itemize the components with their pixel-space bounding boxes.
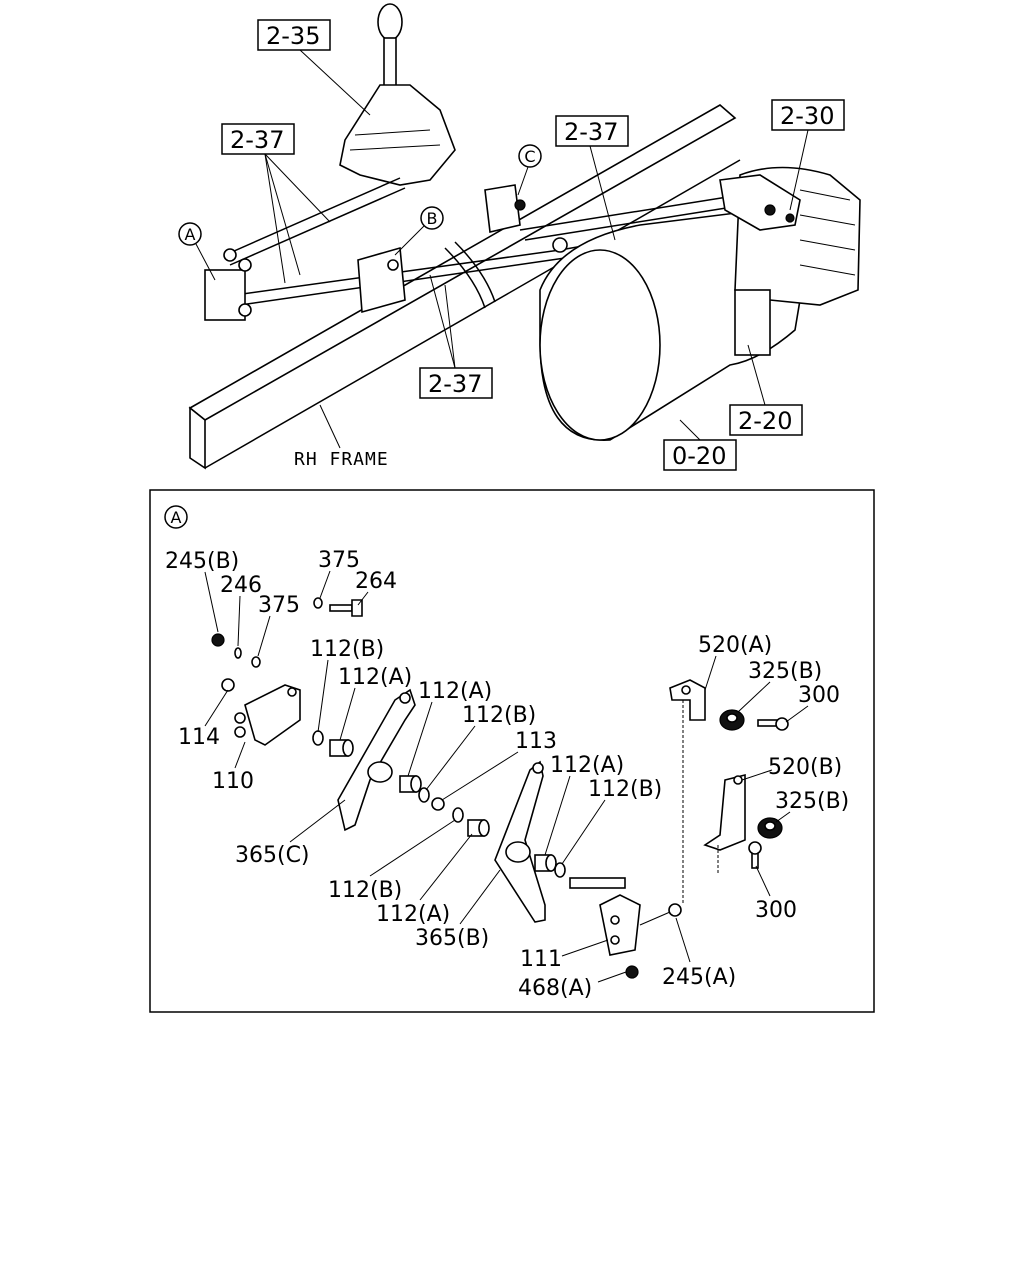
shift-tower — [719, 174, 801, 231]
label-365b: 365(B) — [415, 926, 489, 951]
ref-box-2-35: 2-35 — [257, 19, 331, 51]
ref-2-37-bottom-label: 2-37 — [428, 370, 482, 398]
rh-frame-label: RH FRAME — [294, 449, 389, 470]
ref-box-2-30: 2-30 — [771, 99, 845, 131]
detail-a-marker: A — [164, 505, 188, 529]
label-375-b: 375 — [318, 548, 360, 573]
ref-box-2-37-mid: 2-37 — [555, 115, 629, 147]
label-112b-a: 112(B) — [310, 637, 384, 662]
transmission — [539, 166, 861, 441]
ref-0-20-label: 0-20 — [672, 442, 726, 470]
callout-b-label: B — [427, 209, 438, 228]
ref-box-2-37-bottom: 2-37 — [419, 367, 493, 399]
bracket-b-assembly — [357, 246, 406, 314]
label-112a-b: 112(A) — [418, 679, 492, 704]
part-520b-clamp — [703, 773, 746, 851]
callout-c: C — [517, 144, 542, 196]
part-245b-nut — [211, 633, 225, 647]
ref-2-30-label: 2-30 — [780, 102, 834, 130]
label-112b-b: 112(B) — [462, 703, 536, 728]
detail-a-panel: A — [149, 489, 875, 1013]
part-112a-bush-a — [329, 739, 354, 757]
part-300-bolt-b — [748, 841, 762, 869]
ref-2-20-label: 2-20 — [738, 407, 792, 435]
part-375-washer-a — [251, 656, 261, 668]
ref-2-35-label: 2-35 — [266, 22, 320, 50]
detail-a-marker-label: A — [171, 508, 182, 527]
ref-2-37-mid-label: 2-37 — [564, 118, 618, 146]
part-520a-clamp — [669, 679, 706, 721]
part-111-shaft-bracket — [569, 877, 641, 956]
part-375-washer-b — [313, 597, 323, 609]
part-325b-grommet-a — [719, 709, 745, 731]
label-375-a: 375 — [258, 593, 300, 618]
part-113-washer — [431, 797, 445, 811]
label-114: 114 — [178, 725, 220, 750]
part-112b-ring-b — [418, 787, 430, 803]
label-112a-d: 112(A) — [550, 753, 624, 778]
part-112a-bush-b — [399, 775, 422, 793]
part-110-bracket — [234, 684, 301, 746]
callout-b: B — [394, 206, 444, 256]
part-112a-bush-d — [534, 854, 557, 872]
label-520a: 520(A) — [698, 633, 772, 658]
part-264-bolt — [329, 599, 363, 617]
label-468a: 468(A) — [518, 976, 592, 1001]
part-325b-grommet-b — [757, 817, 783, 839]
label-520b: 520(B) — [768, 755, 842, 780]
label-365c: 365(C) — [235, 843, 310, 868]
part-112a-bush-c — [467, 819, 490, 837]
ref-2-37-left-label: 2-37 — [230, 126, 284, 154]
label-112a-c: 112(A) — [376, 902, 450, 927]
part-468a-nut — [625, 965, 639, 979]
callout-a: A — [178, 222, 216, 281]
callout-a-label: A — [185, 225, 196, 244]
label-245a: 245(A) — [662, 965, 736, 990]
label-111: 111 — [520, 947, 562, 972]
ref-box-0-20: 0-20 — [663, 439, 737, 471]
label-300-a: 300 — [798, 683, 840, 708]
ref-box-2-20: 2-20 — [729, 404, 803, 436]
bracket-c-assembly — [484, 184, 568, 253]
part-114-nut — [221, 678, 235, 692]
shift-lever — [339, 3, 456, 186]
part-246-washer — [234, 647, 242, 659]
label-264: 264 — [355, 569, 397, 594]
part-112b-ring-d — [554, 862, 566, 878]
label-300-b: 300 — [755, 898, 797, 923]
label-112b-d: 112(B) — [588, 777, 662, 802]
label-112b-c: 112(B) — [328, 878, 402, 903]
ref-box-2-37-left: 2-37 — [221, 123, 295, 155]
part-365c-lever — [337, 688, 416, 832]
label-325b-a: 325(B) — [748, 659, 822, 684]
part-112b-ring-a — [312, 730, 324, 746]
bracket-a-assembly — [204, 248, 252, 321]
label-113: 113 — [515, 729, 557, 754]
label-110: 110 — [212, 769, 254, 794]
label-245b: 245(B) — [165, 549, 239, 574]
label-325b-b: 325(B) — [775, 789, 849, 814]
part-300-bolt-a — [757, 717, 789, 731]
callout-c-label: C — [524, 147, 535, 166]
part-245a-nut — [668, 903, 682, 917]
part-365b-lever — [494, 760, 546, 923]
part-112b-ring-c — [452, 807, 464, 823]
label-246: 246 — [220, 573, 262, 598]
overview-illustration: 2-35 2-37 2-37 2-30 2-37 2-20 — [178, 3, 861, 471]
rh-frame-rail — [188, 104, 741, 470]
label-112a-a: 112(A) — [338, 665, 412, 690]
